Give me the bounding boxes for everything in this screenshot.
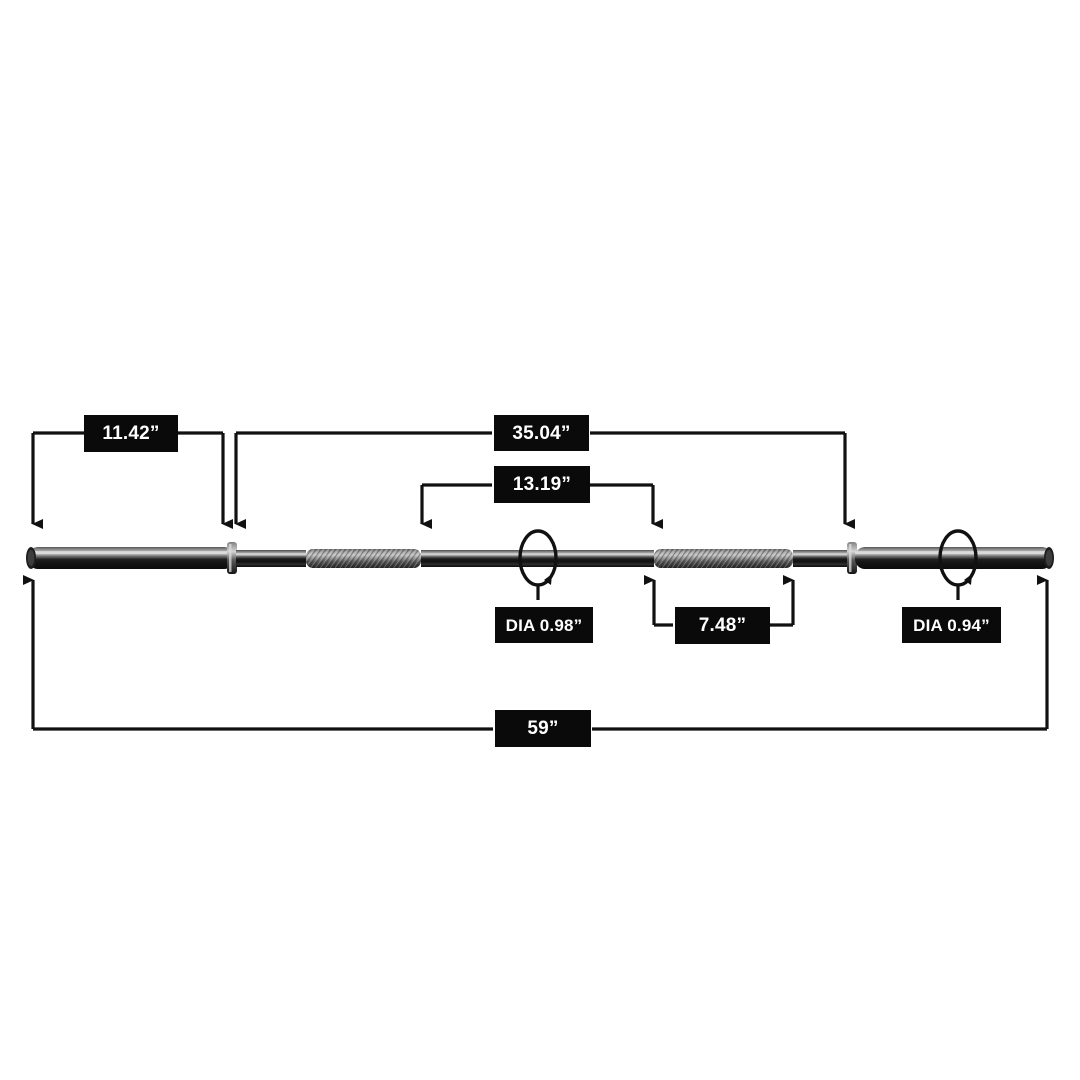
dimension-label-total-length: 59” [495, 710, 591, 747]
dimension-label-sleeve-length: 11.42” [84, 415, 178, 452]
dimension-label-center-knurl-length: 7.48” [675, 607, 770, 644]
bar-shaft-right [793, 550, 851, 567]
bar-right-sleeve [855, 547, 1054, 569]
dimension-label-shaft-diameter: DIA 0.98” [495, 607, 593, 643]
dimension-line-overall-span [234, 431, 855, 529]
dimension-line-knurl-outer-span [420, 483, 663, 529]
dimension-line-sleeve-length [31, 431, 233, 529]
bar-shaft-center [421, 550, 654, 567]
bar-shaft-left [236, 550, 306, 567]
dimension-line-center-knurl-length [644, 575, 795, 627]
bar-right-collar [847, 542, 857, 574]
barbell-illustration [26, 542, 1054, 574]
bar-left-knurl [306, 549, 421, 568]
bar-left-sleeve [26, 547, 234, 569]
dimension-label-sleeve-diameter: DIA 0.94” [902, 607, 1001, 643]
dimension-label-knurl-outer-span: 13.19” [494, 466, 590, 503]
dimension-label-overall-span: 35.04” [494, 415, 589, 451]
dimension-line-total-length [23, 575, 1049, 731]
bar-left-collar [227, 542, 237, 574]
bar-center-knurl [654, 549, 793, 568]
